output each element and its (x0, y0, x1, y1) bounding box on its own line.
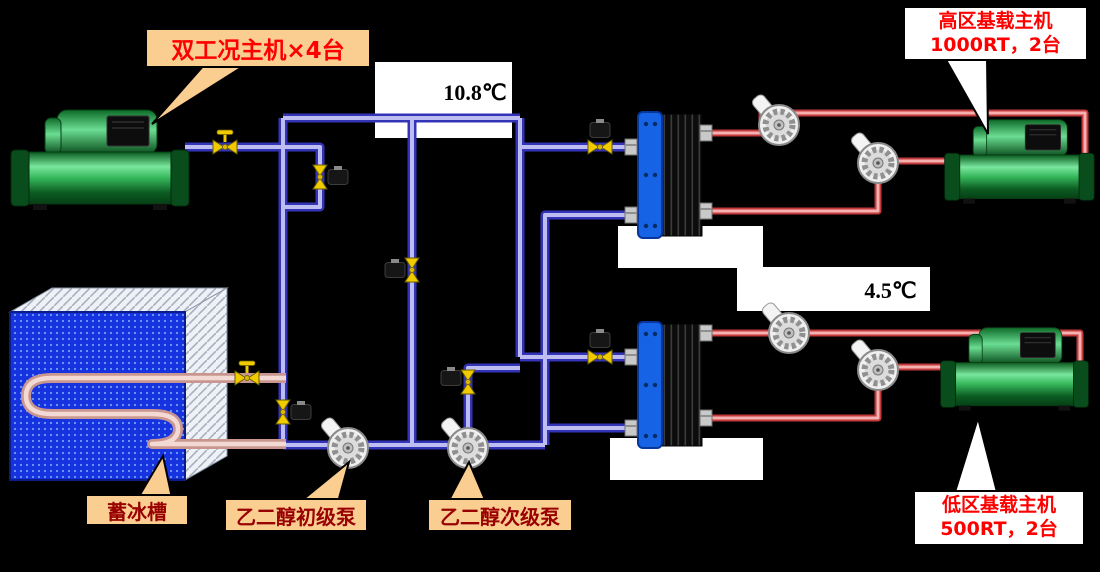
callout-high-zone-chiller: 高区基载主机 1000RT，2台 (903, 6, 1088, 61)
temp-label-chilled-water: 4.5℃ (864, 278, 917, 303)
callout-glycol-secondary-pump: 乙二醇次级泵 (427, 498, 573, 532)
callout-high-zone-line1: 高区基载主机 (938, 9, 1053, 32)
callout-high-zone-line2: 1000RT，2台 (930, 33, 1061, 56)
motor-valve-hx-upper-icon (587, 118, 613, 155)
callout-dual-chiller: 双工况主机×4台 (145, 28, 371, 68)
motor-valve-hx-lower-icon (587, 328, 613, 365)
motor-valve-bypass-icon (312, 164, 349, 190)
high-zone-chiller-icon (944, 119, 1095, 205)
callout-tails (136, 57, 999, 503)
motor-valve-center-riser-icon (384, 257, 420, 283)
cw-pump-2-icon (849, 131, 898, 183)
chilled-water-pipes (700, 109, 1089, 422)
dual-condition-chiller-icon (10, 109, 190, 211)
motor-valve-secondary-riser-icon (440, 366, 476, 395)
plate-heat-exchanger-lower (624, 321, 713, 449)
glycol-pipes (185, 113, 638, 450)
callout-low-zone-line1: 低区基载主机 (941, 494, 1056, 517)
callout-glycol-primary-pump-text: 乙二醇初级泵 (236, 504, 356, 529)
low-zone-chiller-icon (940, 327, 1090, 412)
cw-pump-4-icon (849, 338, 898, 390)
ice-tank-coil (21, 373, 286, 449)
callout-glycol-primary-pump: 乙二醇初级泵 (224, 498, 368, 532)
motor-valve-tank-riser-icon (275, 399, 312, 425)
plate-heat-exchanger-upper (624, 111, 713, 239)
callout-ice-tank: 蓄冰槽 (85, 494, 189, 526)
ice-storage-tank-icon (8, 287, 229, 481)
callout-glycol-secondary-pump-text: 乙二醇次级泵 (440, 504, 560, 529)
callout-ice-tank-text: 蓄冰槽 (107, 499, 167, 524)
callout-dual-chiller-text: 双工况主机×4台 (171, 38, 345, 64)
cw-pump-1-icon (750, 93, 799, 145)
temp-label-glycol-supply: 10.8℃ (443, 80, 507, 105)
callout-low-zone-chiller: 低区基载主机 500RT，2台 (913, 490, 1085, 546)
callout-low-zone-line2: 500RT，2台 (940, 518, 1058, 540)
